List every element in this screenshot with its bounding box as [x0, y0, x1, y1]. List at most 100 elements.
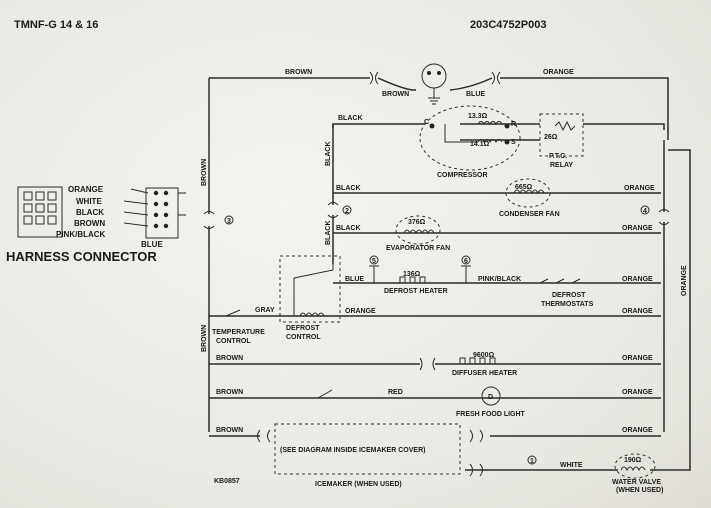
icemaker: (SEE DIAGRAM INSIDE ICEMAKER COVER) ICEM…: [257, 423, 483, 488]
svg-text:BLACK: BLACK: [336, 185, 361, 192]
svg-text:BROWN: BROWN: [216, 389, 243, 396]
svg-text:BROWN: BROWN: [216, 427, 243, 434]
svg-text:BLACK: BLACK: [325, 142, 332, 167]
thermostat-switches: [539, 278, 581, 284]
lamp-symbol: [481, 386, 501, 406]
connector-right: [658, 209, 670, 225]
defrost-control-label1: DEFROST: [286, 325, 320, 332]
svg-text:BLACK: BLACK: [336, 225, 361, 232]
harness-title: HARNESS CONNECTOR: [6, 249, 157, 264]
wire-relay-orange: [583, 123, 665, 130]
diffuser-heater-element: [459, 357, 496, 365]
terminal-markers: 3 2 4 5 6 1: [224, 205, 650, 465]
svg-text:ORANGE: ORANGE: [622, 276, 653, 283]
pin-black: BLACK: [76, 208, 104, 217]
temperature-control: TEMPERATURE CONTROL: [212, 309, 265, 345]
terminal-5: [369, 255, 379, 265]
defrost-control-outline: [279, 255, 341, 323]
diffuser-heater-ohm: 9600Ω: [473, 352, 495, 359]
water-valve: 190Ω WATER VALVE (WHEN USED): [612, 453, 663, 494]
pin-white: WHITE: [76, 197, 102, 206]
defrost-thermostats-label2: THERMOSTATS: [541, 301, 594, 308]
svg-text:BLUE: BLUE: [345, 276, 364, 283]
svg-text:BROWN: BROWN: [382, 91, 409, 98]
svg-text:ORANGE: ORANGE: [622, 389, 653, 396]
condenser-fan-label: CONDENSER FAN: [499, 211, 560, 218]
svg-text:BLUE: BLUE: [466, 91, 485, 98]
door-switch: [317, 389, 333, 399]
ground-icon: [428, 88, 440, 105]
pin-orange: ORANGE: [68, 185, 104, 194]
svg-text:ORANGE: ORANGE: [622, 427, 653, 434]
relay-label: RELAY: [550, 162, 573, 169]
icemaker-note: (SEE DIAGRAM INSIDE ICEMAKER COVER): [280, 447, 425, 454]
condenser-fan-ohm: 665Ω: [515, 184, 533, 191]
water-valve-coil: [620, 466, 646, 472]
svg-text:PINK/BLACK: PINK/BLACK: [478, 276, 521, 283]
evaporator-fan-ohm: 376Ω: [408, 219, 426, 226]
svg-text:ORANGE: ORANGE: [681, 265, 688, 296]
model-title: TMNF-G 14 & 16: [14, 19, 98, 31]
fresh-food-light: D FRESH FOOD LIGHT: [317, 386, 526, 418]
connector-icemaker-left: [257, 429, 271, 443]
svg-text:BLACK: BLACK: [338, 115, 363, 122]
svg-text:1: 1: [530, 458, 534, 465]
harness-connector: ORANGE WHITE BLACK BROWN PINK/BLACK BLUE…: [6, 185, 186, 264]
water-valve-ohm: 190Ω: [624, 457, 642, 464]
svg-text:BROWN: BROWN: [285, 69, 312, 76]
harness-socket-body: [145, 187, 179, 239]
svg-text:BROWN: BROWN: [216, 355, 243, 362]
part-number: 203C4752P003: [470, 19, 546, 31]
terminal-1: [224, 215, 234, 225]
defrost-heater-label: DEFROST HEATER: [384, 288, 448, 295]
pin-brown: BROWN: [74, 219, 105, 228]
svg-text:2: 2: [345, 208, 349, 215]
fresh-food-light-label: FRESH FOOD LIGHT: [456, 411, 526, 418]
svg-text:3: 3: [227, 218, 231, 225]
compressor-label: COMPRESSOR: [437, 172, 488, 179]
terminal-6: [461, 255, 471, 265]
condenser-fan-coil: [513, 189, 545, 195]
harness-plug-body: [17, 186, 63, 238]
pin-blue: BLUE: [141, 240, 163, 249]
diffuser-heater: 9600Ω DIFFUSER HEATER: [419, 352, 517, 377]
terminal-1b: [527, 455, 537, 465]
defrost-thermostats: DEFROST THERMOSTATS: [539, 278, 594, 308]
lamp-symbol-label: D: [488, 394, 493, 401]
svg-text:RED: RED: [388, 389, 403, 396]
compressor-run-winding: [477, 121, 503, 125]
evaporator-fan-coil: [403, 229, 435, 235]
svg-text:ORANGE: ORANGE: [345, 308, 376, 315]
terminal-s-label: S: [511, 139, 516, 146]
svg-text:ORANGE: ORANGE: [622, 308, 653, 315]
icemaker-label: ICEMAKER (WHEN USED): [315, 481, 402, 488]
svg-text:ORANGE: ORANGE: [622, 225, 653, 232]
svg-text:BROWN: BROWN: [201, 325, 208, 352]
temperature-control-label2: CONTROL: [216, 338, 251, 345]
connector-black: [327, 202, 339, 218]
terminal-r-label: R: [511, 121, 516, 128]
icemaker-outline: [274, 423, 461, 475]
svg-text:5: 5: [372, 258, 376, 265]
water-valve-label2: (WHEN USED): [616, 487, 663, 494]
defrost-heater-element: [399, 276, 426, 284]
wire-orange-far-right: [660, 149, 691, 471]
compressor: C S R 13.3Ω 14.1Ω COMPRESSOR: [419, 105, 521, 179]
svg-text:WHITE: WHITE: [560, 462, 583, 469]
connector-left: [203, 211, 215, 229]
compressor-start-ohm: 14.1Ω: [470, 141, 490, 148]
connector-icemaker-lower: [469, 463, 483, 477]
connector-icemaker-right: [469, 429, 483, 443]
ptc-resistor: [554, 120, 576, 132]
svg-text:6: 6: [464, 258, 468, 265]
temperature-switch: [225, 309, 241, 317]
svg-text:ORANGE: ORANGE: [543, 69, 574, 76]
defrost-heater: 136Ω DEFROST HEATER: [369, 265, 471, 295]
compressor-start-winding: [477, 139, 503, 143]
terminal-2: [342, 205, 352, 215]
water-valve-label1: WATER VALVE: [612, 479, 661, 486]
evaporator-fan-label: EVAPORATOR FAN: [386, 245, 450, 252]
svg-text:GRAY: GRAY: [255, 307, 275, 314]
